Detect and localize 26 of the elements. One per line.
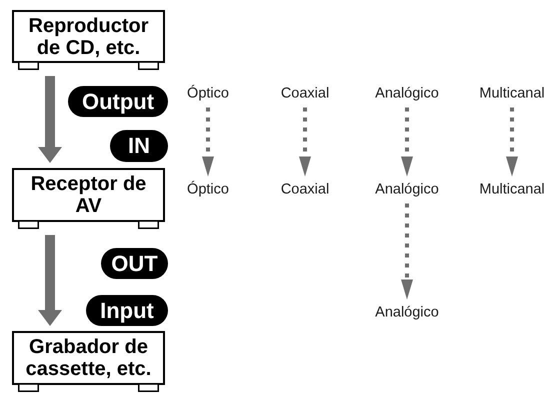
- device-name: Receptor de AV: [30, 173, 148, 217]
- signal-type-label: Coaxial: [280, 182, 330, 198]
- arrow: [38, 235, 62, 326]
- signal-type-label: Analógico: [375, 182, 439, 198]
- port-tag: Output: [68, 86, 168, 117]
- dashed-arrow: [401, 204, 413, 300]
- signal-type-label: Analógico: [375, 86, 439, 102]
- signal-type-label: Óptico: [187, 182, 229, 198]
- signal-type-label: Coaxial: [280, 86, 330, 102]
- arrow: [38, 76, 62, 163]
- signal-type-label: Analógico: [375, 304, 439, 322]
- signal-type-label: Óptico: [187, 86, 229, 102]
- port-tag: OUT: [101, 248, 168, 279]
- dashed-arrow: [299, 108, 311, 176]
- device-box: [12, 168, 165, 230]
- device-name: Reproductor de CD, etc.: [28, 14, 150, 58]
- signal-type-label: Multicanal: [479, 182, 545, 198]
- port-tag: Input: [86, 295, 168, 326]
- device-box: [12, 10, 165, 71]
- signal-type-label: Multicanal: [479, 86, 545, 102]
- device-name: Grabador de cassette, etc.: [24, 336, 152, 380]
- dashed-arrow: [401, 108, 413, 176]
- dashed-arrow: [202, 108, 214, 176]
- device-box: [12, 331, 165, 393]
- port-tag: IN: [110, 130, 168, 162]
- dashed-arrow: [506, 108, 518, 176]
